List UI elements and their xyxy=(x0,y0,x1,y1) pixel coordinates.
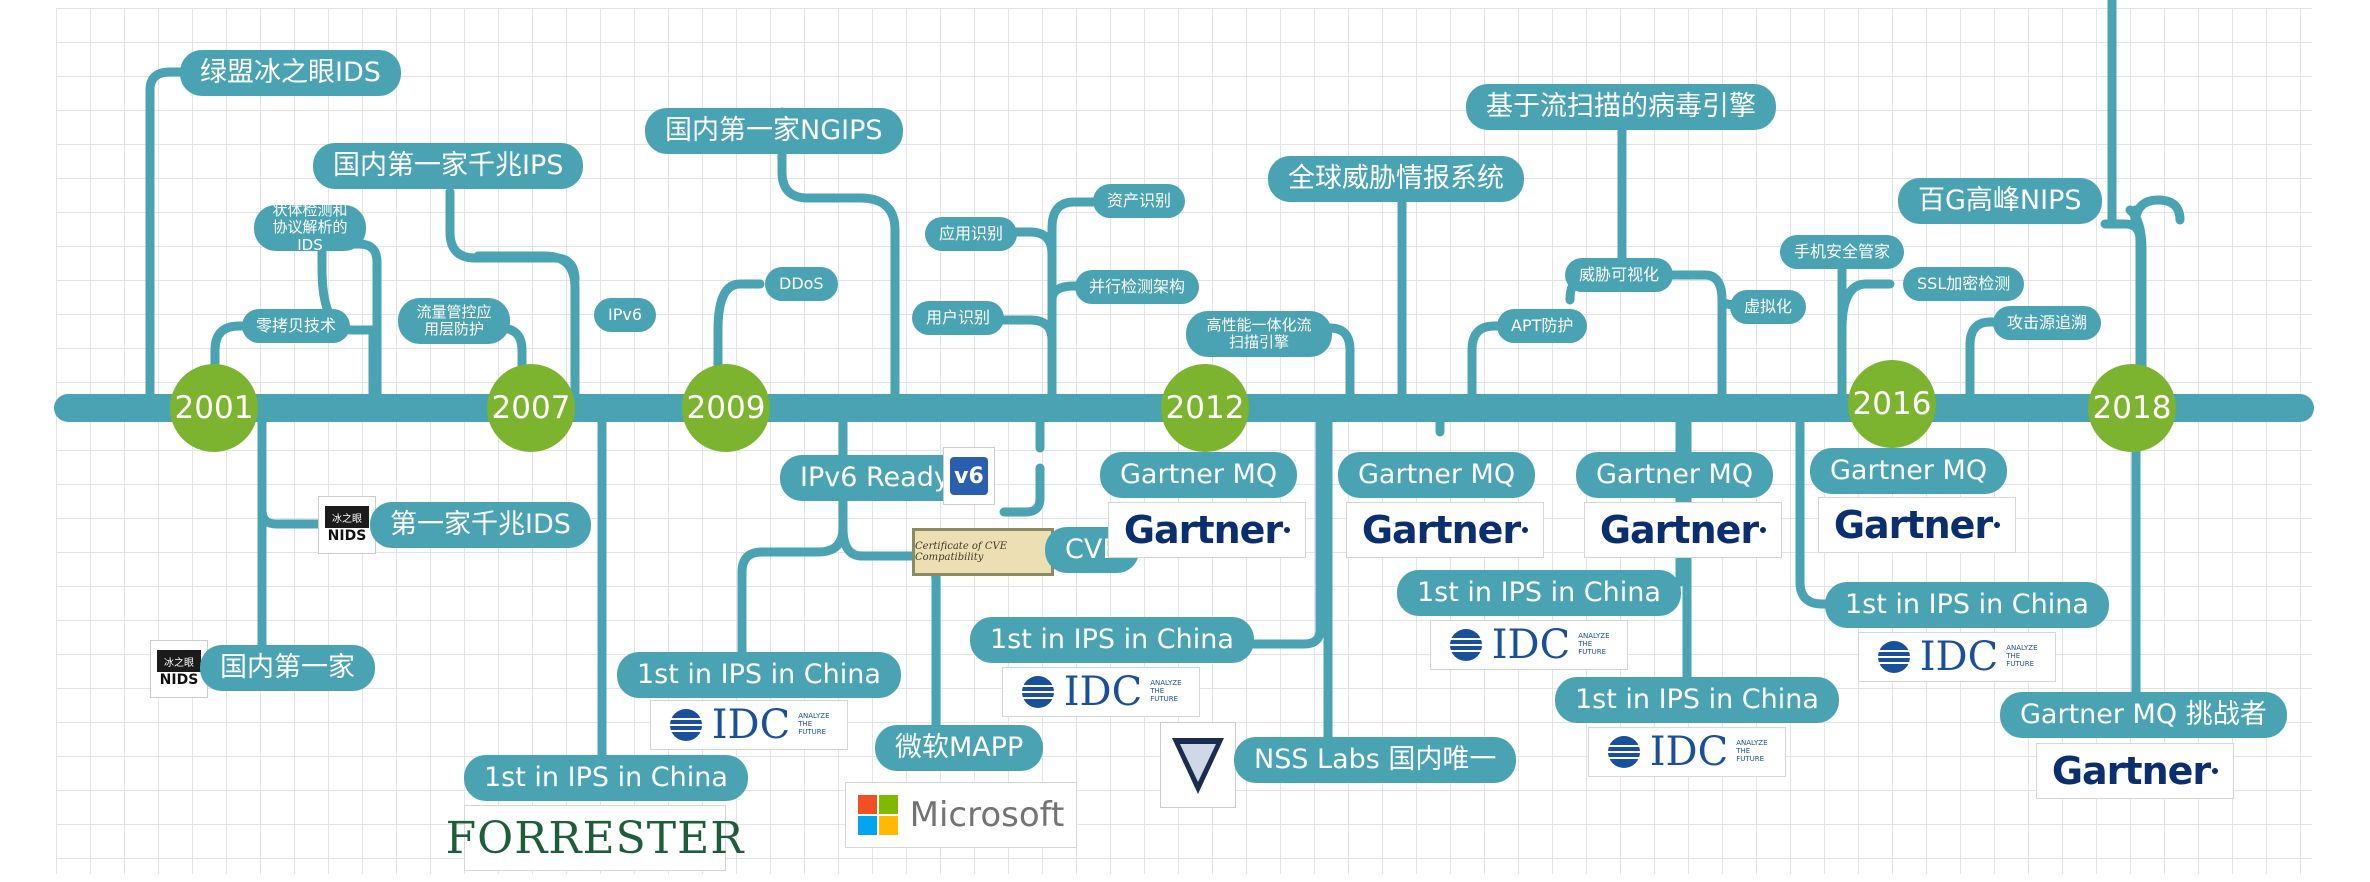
gartner-logo-2018: Gartner xyxy=(2036,743,2234,799)
label-gartner-2014: Gartner MQ xyxy=(1576,452,1774,498)
label-2001-ids: 绿盟冰之眼IDS xyxy=(180,50,401,96)
microsoft-icon xyxy=(857,795,898,835)
label-ipv6: IPv6 xyxy=(594,298,657,332)
label-state-detect: 状体检测和协议解析的IDS xyxy=(254,202,366,253)
nss-labs-logo xyxy=(1160,722,1236,808)
label-ipv6-ready: IPv6 Ready xyxy=(780,455,970,501)
gartner-logo-2012: Gartner xyxy=(1108,502,1306,558)
label-gartner-challenger: Gartner MQ 挑战者 xyxy=(2000,692,2287,738)
label-ssl-detect: SSL加密检测 xyxy=(1903,267,2025,301)
idc-logo-2009: IDC ANALYZE THE FUTURE xyxy=(650,700,848,750)
idc-logo-2013: IDC ANALYZE THE FUTURE xyxy=(1430,620,1628,670)
label-microsoft-mapp: 微软MAPP xyxy=(875,725,1044,771)
label-first-domestic: 国内第一家 xyxy=(200,645,375,691)
ipv6-ready-badge: v6 xyxy=(943,447,995,505)
label-virtualization: 虚拟化 xyxy=(1730,290,1807,324)
label-user-id: 用户识别 xyxy=(912,301,1005,335)
label-ddos: DDoS xyxy=(765,267,838,301)
label-threat-visual: 威胁可视化 xyxy=(1565,258,1674,292)
label-idc-2013: 1st in IPS in China xyxy=(1397,570,1681,616)
label-forrester-1st: 1st in IPS in China xyxy=(464,755,748,801)
label-nss-labs: NSS Labs 国内唯一 xyxy=(1234,737,1517,783)
forrester-logo: FORRESTER xyxy=(446,805,743,871)
year-2001: 2001 xyxy=(170,364,258,452)
idc-globe-icon xyxy=(1877,641,1910,673)
idc-globe-icon xyxy=(1021,676,1054,708)
label-apt: APT防护 xyxy=(1497,309,1588,343)
gartner-logo-2014: Gartner xyxy=(1584,502,1782,558)
gartner-logo-2013: Gartner xyxy=(1346,502,1544,558)
label-hp-scan-engine: 高性能一体化流扫描引擎 xyxy=(1186,311,1332,357)
label-gigabit-ips: 国内第一家千兆IPS xyxy=(313,143,584,189)
label-idc-2009: 1st in IPS in China xyxy=(617,652,901,698)
label-attack-trace: 攻击源追溯 xyxy=(1993,306,2102,340)
idc-globe-icon xyxy=(669,709,702,741)
label-flow-control: 流量管控应用层防护 xyxy=(398,298,510,344)
label-av-engine: 基于流扫描的病毒引擎 xyxy=(1466,84,1776,130)
year-2009: 2009 xyxy=(682,364,770,452)
label-asset-id: 资产识别 xyxy=(1093,184,1186,218)
label-app-id: 应用识别 xyxy=(925,217,1018,251)
microsoft-logo: Microsoft xyxy=(845,782,1077,848)
gartner-logo-2016: Gartner xyxy=(1818,497,2016,553)
label-idc-2012: 1st in IPS in China xyxy=(970,617,1254,663)
label-ngips: 国内第一家NGIPS xyxy=(645,108,903,154)
nids-logo-2: 冰之眼 NIDS xyxy=(150,640,208,698)
label-mobile-security: 手机安全管家 xyxy=(1780,235,1905,269)
idc-globe-icon xyxy=(1607,736,1640,768)
label-gartner-2013: Gartner MQ xyxy=(1338,452,1536,498)
nss-shield-icon xyxy=(1172,738,1224,794)
label-idc-2016: 1st in IPS in China xyxy=(1825,582,2109,628)
label-threat-intel: 全球威胁情报系统 xyxy=(1268,156,1524,202)
year-2016: 2016 xyxy=(1848,360,1936,448)
label-gartner-2012: Gartner MQ xyxy=(1100,452,1298,498)
year-2018: 2018 xyxy=(2088,364,2176,452)
idc-logo-2014: IDC ANALYZE THE FUTURE xyxy=(1588,727,1786,777)
label-100g-nips: 百G高峰NIPS xyxy=(1898,178,2102,224)
nids-logo: 冰之眼 NIDS xyxy=(318,496,376,554)
label-gartner-2016: Gartner MQ xyxy=(1810,448,2008,494)
label-idc-2014: 1st in IPS in China xyxy=(1555,677,1839,723)
label-parallel-detect: 并行检测架构 xyxy=(1075,270,1200,304)
idc-logo-2012: IDC ANALYZE THE FUTURE xyxy=(1002,667,1200,717)
year-2012: 2012 xyxy=(1161,364,1249,452)
cve-certificate: Certificate of CVE Compatibility xyxy=(912,528,1054,576)
connector-2001-ids xyxy=(145,67,195,405)
year-2007: 2007 xyxy=(487,364,575,452)
idc-globe-icon xyxy=(1449,629,1482,661)
idc-logo-2016: IDC ANALYZE THE FUTURE xyxy=(1858,632,2056,682)
label-first-gigabit-ids: 第一家千兆IDS xyxy=(370,502,591,548)
label-zero-copy: 零拷贝技术 xyxy=(242,309,351,343)
